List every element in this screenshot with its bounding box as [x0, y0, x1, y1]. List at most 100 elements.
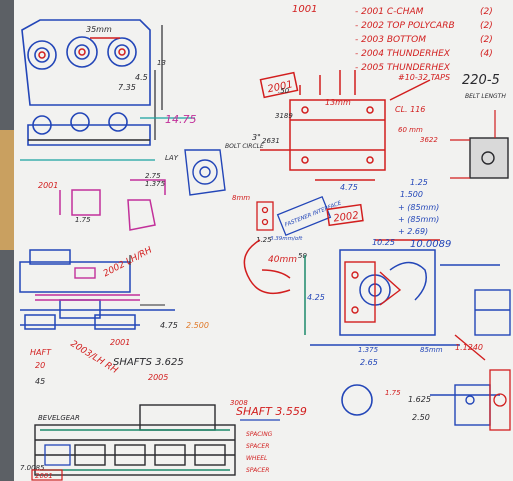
dim-50: .50 — [278, 87, 290, 95]
dim-1-375: 1.375 — [145, 180, 166, 188]
top-number-1001: 1001 — [292, 4, 317, 15]
dim-cl-116: CL. 116 — [395, 105, 425, 114]
label-2001-side: 2001 — [110, 338, 130, 347]
label-40mm: 40mm — [268, 255, 297, 265]
label-haft: HAFT — [30, 348, 52, 357]
svg-text:(2): (2) — [480, 21, 493, 31]
svg-text:- 2003 BOTTOM: - 2003 BOTTOM — [355, 35, 426, 45]
gearbox-side-view — [19, 249, 175, 330]
top-left-dims — [20, 25, 195, 161]
bottom-right-plate — [430, 384, 500, 426]
dim-1-75: 1.75 — [75, 216, 91, 224]
dim-13: 13 — [157, 59, 166, 67]
hook-arc — [243, 239, 291, 295]
svg-text:- 2002 TOP POLYCARB: - 2002 TOP POLYCARB — [355, 21, 455, 31]
dim-60mm: 60 mm — [398, 126, 423, 134]
svg-text:- 2004 THUNDERHEX: - 2004 THUNDERHEX — [355, 49, 451, 59]
dim-4-25: 4.25 — [307, 293, 325, 302]
top-left-plate-drawing — [21, 19, 151, 146]
round-part — [341, 384, 373, 416]
small-square-part — [256, 201, 274, 231]
svg-text:+ 2.69): + 2.69) — [398, 227, 428, 236]
label-7-0085: 7.0085 — [20, 464, 45, 472]
belt-length: BELT LENGTH — [465, 93, 506, 100]
bevelgear-assembly — [34, 404, 236, 476]
top-left-red-circles — [38, 37, 126, 59]
dim-2-500: 2.500 — [186, 321, 209, 330]
belt-220: 220-5 — [462, 73, 500, 88]
dim-2-75: 2.75 — [145, 172, 161, 180]
center-plate-red — [344, 239, 486, 361]
center-plate-drawing — [304, 249, 500, 346]
label-250: 2.50 — [412, 413, 430, 422]
label-2001-left: 2001 — [38, 181, 58, 190]
label-3008: 3008 — [230, 399, 248, 407]
dim-13mm-a: 13mm — [325, 98, 351, 107]
part-2001-drawing — [260, 70, 431, 181]
right-red-dims — [450, 110, 496, 179]
dim-2631: 2631 — [262, 137, 280, 145]
right-bracket-part — [469, 137, 509, 179]
svg-text:(4): (4) — [480, 49, 493, 59]
dim-3-inch: 3" — [252, 133, 261, 142]
box-2002: 2002 — [326, 203, 364, 227]
svg-text:(2): (2) — [480, 35, 493, 45]
dim-lay: LAY — [165, 154, 179, 162]
label-shaft-3559: SHAFT 3.559 — [236, 405, 307, 418]
tap-10-32: #10-32 TAPS — [398, 73, 450, 82]
dim-3-39: 3.39mm/oft — [270, 236, 303, 242]
label-bevelgear: BEVELGEAR — [38, 414, 80, 422]
dim-1-25: 1.25 — [256, 236, 272, 244]
svg-text:1.25: 1.25 — [410, 178, 428, 187]
dim-7-35: 7.35 — [118, 83, 136, 92]
label-45: 45 — [35, 377, 45, 386]
svg-text:WHEEL: WHEEL — [246, 455, 267, 462]
dim-85mm: 85mm — [420, 346, 443, 354]
dim-1-1240: 1.1240 — [455, 343, 483, 352]
right-lower-block — [474, 289, 511, 336]
stack-list: 1.25 1.500 + (85mm) + (85mm) + 2.69) — [398, 178, 439, 236]
label-2005: 2005 — [148, 373, 168, 382]
bottom-right-red — [489, 369, 511, 431]
svg-text:2001: 2001 — [35, 472, 53, 480]
label-20: 20 — [35, 361, 45, 370]
bevelgear-blue — [44, 419, 280, 466]
svg-text:SPACING: SPACING — [246, 431, 273, 438]
left-bracket-sketch — [59, 179, 166, 231]
svg-text:1.500: 1.500 — [400, 190, 423, 199]
label-shafts: SHAFTS 3.625 — [113, 357, 184, 368]
svg-text:SPACER: SPACER — [246, 443, 269, 450]
wooden-frame — [0, 130, 14, 250]
dim-3622: 3622 — [420, 136, 438, 144]
dim-10-25: 10.25 — [372, 238, 395, 247]
dim-3189: 3189 — [275, 112, 293, 120]
box-2001-bottom: 2001 — [31, 469, 63, 481]
svg-text:- 2001 C-CHAM: - 2001 C-CHAM — [355, 7, 424, 17]
dim-4-75: 4.75 — [340, 183, 358, 192]
svg-text:2001: 2001 — [267, 79, 294, 95]
gearbox-side-accents — [35, 267, 140, 301]
dim-1-375-b: 1.375 — [358, 346, 379, 354]
dim-4-5: 4.5 — [135, 73, 148, 82]
dim-2-65: 2.65 — [360, 358, 378, 367]
spacing-notes: SPACING SPACER WHEEL SPACER — [246, 431, 273, 474]
label-50: 50 — [298, 252, 307, 260]
bolt-circle-drawing — [184, 149, 226, 196]
dim-8mm: 8mm — [232, 194, 250, 202]
label-1-75-bottom: 1.75 — [385, 389, 401, 397]
dim-10-0089: 10.0089 — [410, 239, 451, 250]
label-1625: 1.625 — [408, 395, 431, 404]
dim-4-75-b: 4.75 — [160, 321, 178, 330]
dim-35mm: 35mm — [86, 25, 112, 34]
svg-text:- 2005 THUNDERHEX: - 2005 THUNDERHEX — [355, 63, 451, 73]
bevelgear-accents — [40, 429, 230, 471]
box-2001: 2001 — [259, 71, 299, 99]
bolt-circle-label: BOLT CIRCLE — [225, 143, 264, 150]
svg-text:+ (85mm): + (85mm) — [398, 215, 439, 224]
gearbox-dims — [129, 255, 165, 306]
dim-14-75: 14.75 — [165, 113, 197, 126]
svg-text:(2): (2) — [480, 7, 493, 17]
svg-text:SPACER: SPACER — [246, 467, 269, 474]
svg-text:2002: 2002 — [333, 210, 360, 224]
